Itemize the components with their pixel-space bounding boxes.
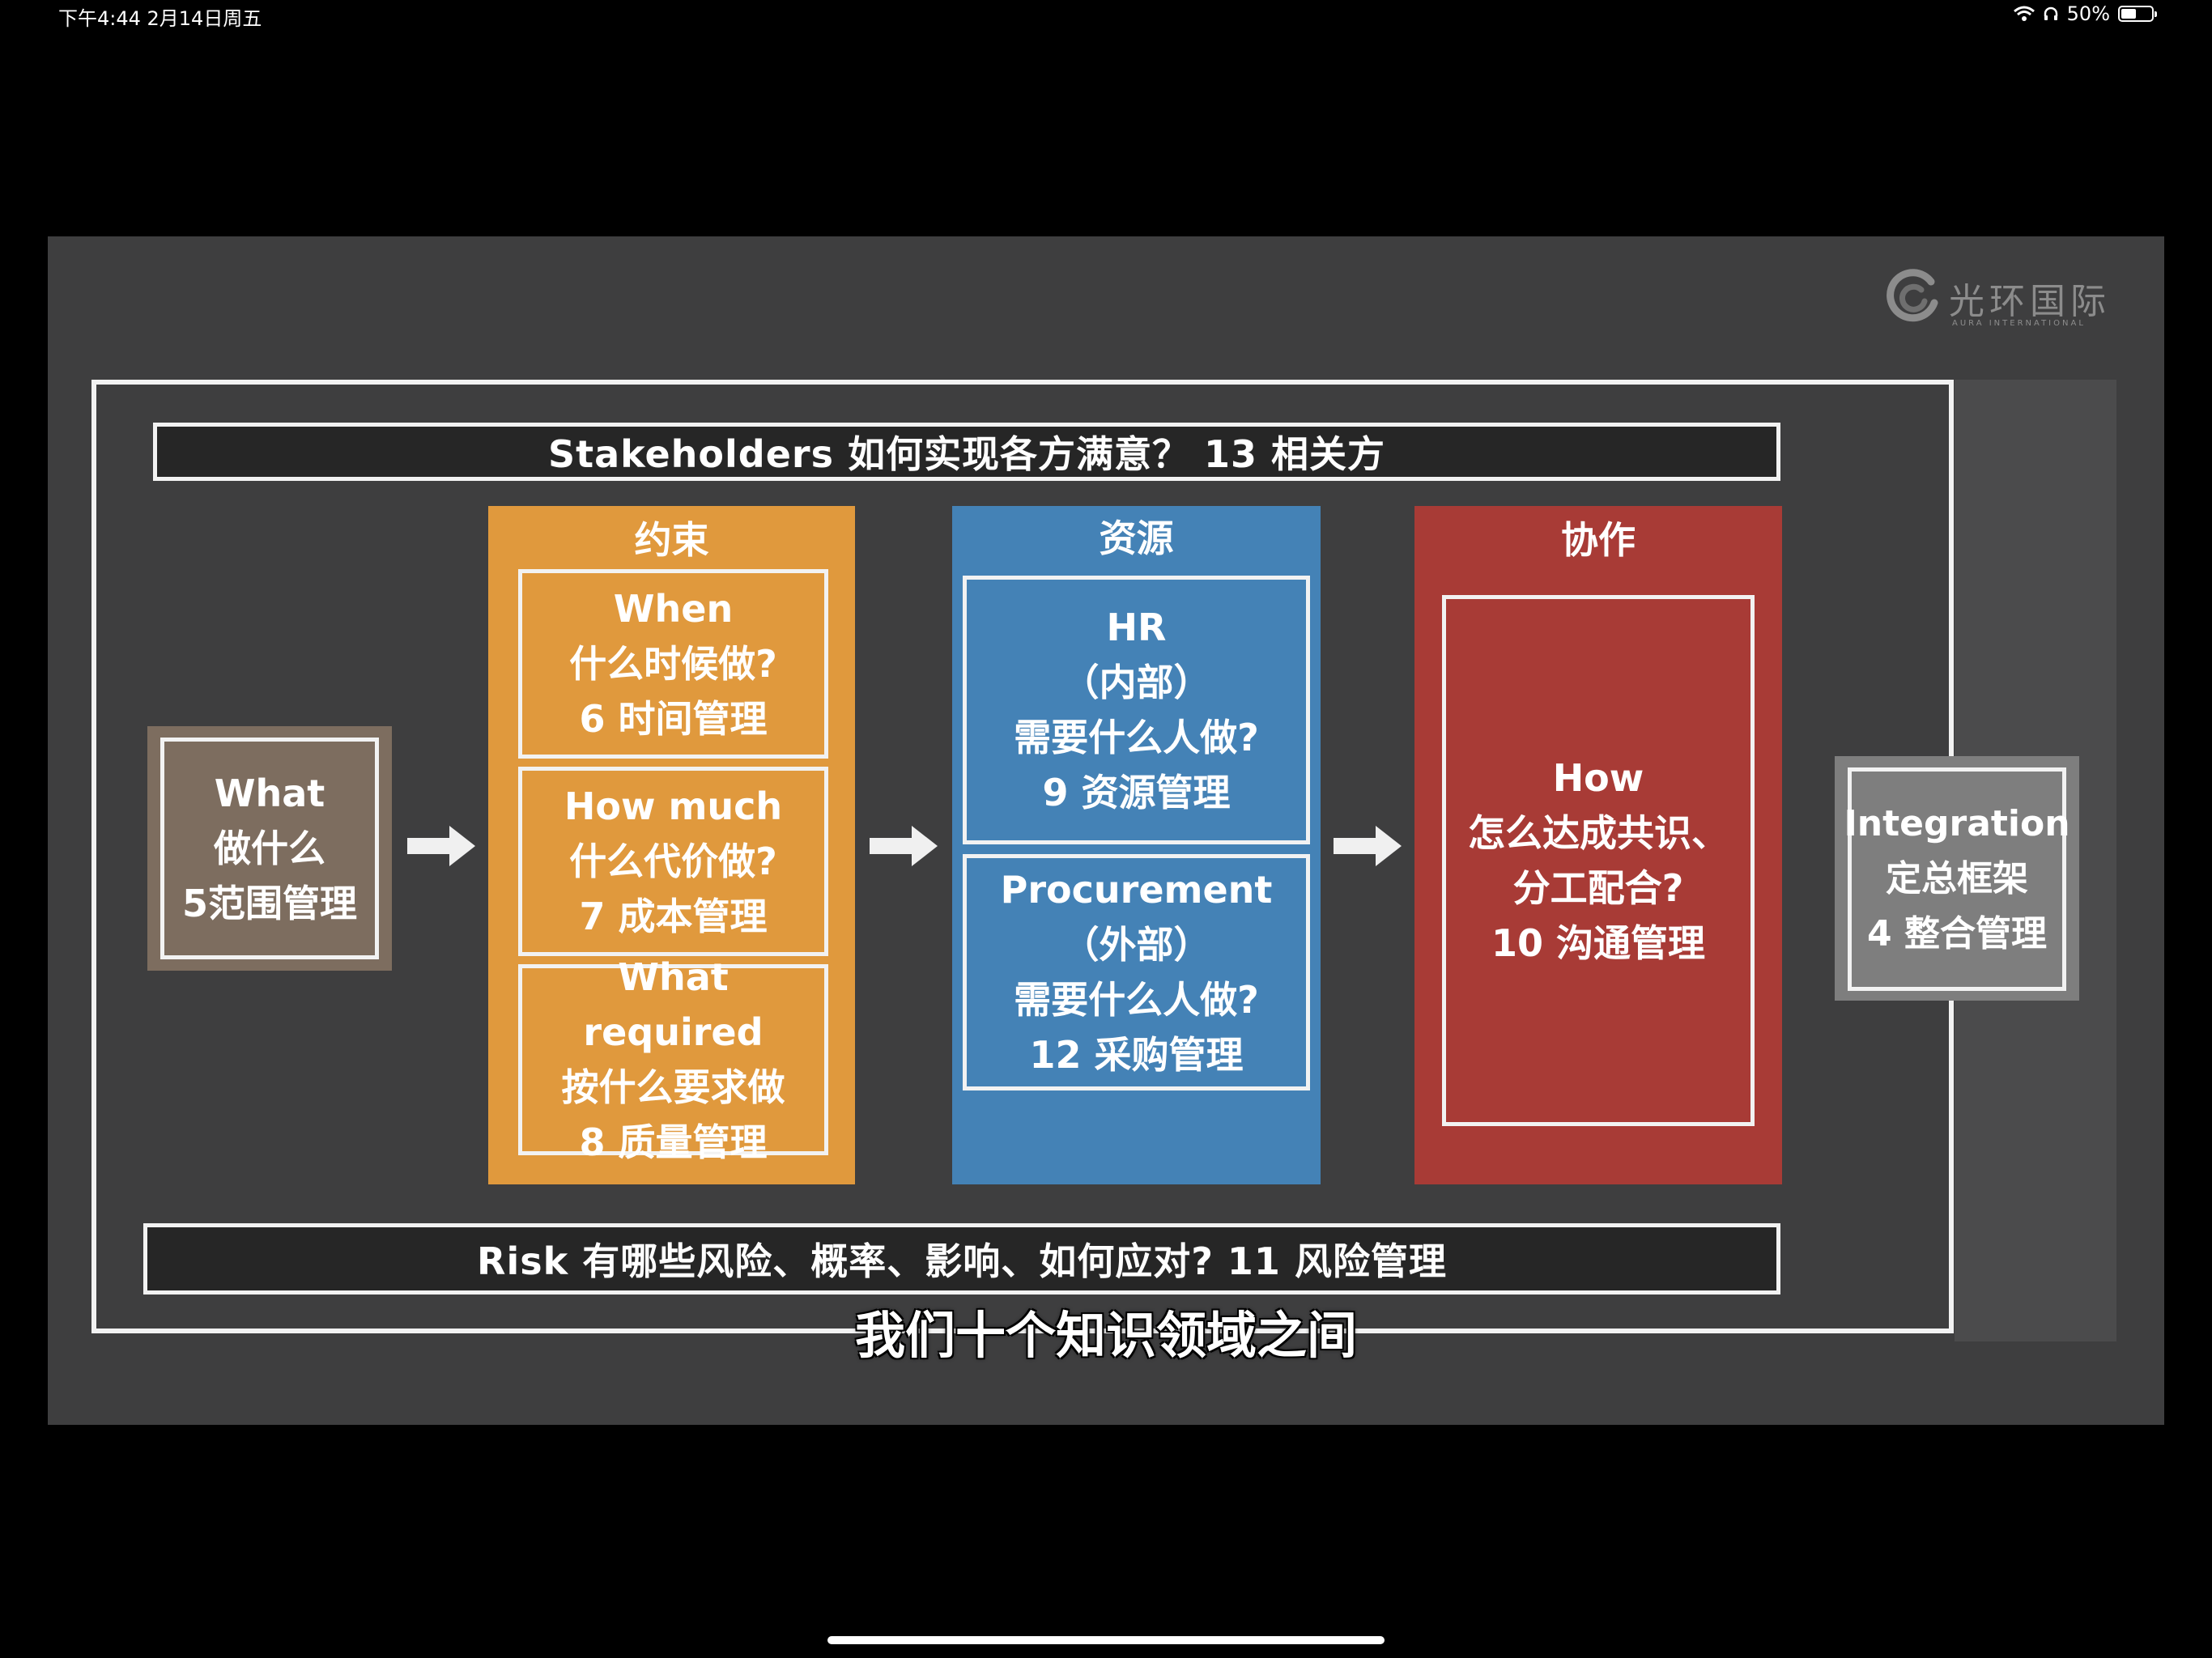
battery-percent: 50% — [2066, 2, 2110, 25]
arrow-right-icon — [870, 826, 938, 866]
status-bar: 下午4:44 2月14日周五 50% — [0, 0, 2212, 32]
how-much-line-3: 7 成本管理 — [579, 895, 768, 938]
logo-swirl-icon — [1887, 269, 1938, 322]
procurement-line-3: 需要什么人做? — [1014, 978, 1259, 1022]
logo-text: 光环国际 — [1949, 281, 2111, 322]
arrow-right-icon — [1334, 826, 1402, 866]
logo-subtext: AURA INTERNATIONAL — [1952, 319, 2086, 328]
procurement-line-4: 12 采购管理 — [1029, 1033, 1244, 1077]
how-line-3: 分工配合? — [1512, 866, 1684, 910]
wifi-icon — [2013, 6, 2035, 21]
hr-line-4: 9 资源管理 — [1042, 771, 1231, 814]
when-line-1: When — [613, 587, 734, 631]
when-box: When 什么时候做? 6 时间管理 — [518, 569, 828, 759]
arrow-right-icon — [407, 826, 475, 866]
what-line-1: What — [214, 772, 325, 815]
what-content: What 做什么 5范围管理 — [160, 738, 379, 959]
brand-logo: 光环国际 AURA INTERNATIONAL — [1884, 266, 2127, 330]
procurement-box: Procurement （外部） 需要什么人做? 12 采购管理 — [963, 854, 1310, 1090]
status-time-date: 下午4:44 2月14日周五 — [58, 7, 262, 30]
battery-icon — [2118, 6, 2157, 22]
hr-line-3: 需要什么人做? — [1014, 716, 1259, 759]
how-line-1: How — [1552, 756, 1644, 800]
procurement-line-1: Procurement — [1000, 868, 1273, 912]
video-subtitle: 我们十个知识领域之间 — [854, 1306, 1357, 1365]
video-slide[interactable]: 光环国际 AURA INTERNATIONAL Stakeholders 如何实… — [48, 236, 2164, 1425]
how-box: How 怎么达成共识、 分工配合? 10 沟通管理 — [1442, 595, 1755, 1126]
status-right: 50% — [2013, 2, 2157, 25]
how-line-4: 10 沟通管理 — [1491, 921, 1706, 965]
what-line-3: 5范围管理 — [181, 882, 357, 925]
integration-line-2: 定总框架 — [1886, 858, 2028, 899]
what-required-line-3: 8 质量管理 — [579, 1120, 768, 1164]
what-line-2: 做什么 — [214, 827, 325, 870]
constraint-column: 约束 When 什么时候做? 6 时间管理 How much 什么代价做? 7 … — [488, 506, 855, 1184]
how-much-line-1: How much — [564, 784, 783, 828]
when-line-3: 6 时间管理 — [579, 697, 768, 741]
hr-box: HR （内部） 需要什么人做? 9 资源管理 — [963, 576, 1310, 844]
integration-line-3: 4 整合管理 — [1867, 913, 2047, 954]
integration-content: Integration 定总框架 4 整合管理 — [1844, 767, 2070, 991]
constraint-title: 约束 — [634, 518, 709, 562]
collaboration-column: 协作 How 怎么达成共识、 分工配合? 10 沟通管理 — [1414, 506, 1782, 1184]
home-indicator[interactable] — [827, 1636, 1385, 1644]
hr-line-2: （内部） — [1061, 661, 1211, 704]
when-line-2: 什么时候做? — [569, 642, 777, 686]
resource-title: 资源 — [1099, 517, 1174, 560]
what-required-line-1: What required — [583, 955, 764, 1054]
how-much-box: How much 什么代价做? 7 成本管理 — [518, 767, 828, 956]
hr-line-1: HR — [1106, 606, 1167, 649]
what-box: What 做什么 5范围管理 — [147, 726, 392, 971]
what-required-box: What required 按什么要求做 8 质量管理 — [518, 955, 828, 1164]
integration-line-1: Integration — [1844, 803, 2070, 844]
how-much-line-2: 什么代价做? — [569, 840, 777, 883]
integration-box: Integration 定总框架 4 整合管理 — [1835, 756, 2079, 1001]
stakeholders-bar: Stakeholders 如何实现各方满意？ 13 相关方 — [153, 423, 1780, 481]
collaboration-title: 协作 — [1561, 518, 1636, 562]
risk-bar: Risk 有哪些风险、概率、影响、如何应对? 11 风险管理 — [143, 1223, 1780, 1295]
procurement-line-2: （外部） — [1061, 923, 1211, 967]
resource-column: 资源 HR （内部） 需要什么人做? 9 资源管理 Procurement （外… — [952, 506, 1321, 1184]
how-line-2: 怎么达成共识、 — [1468, 811, 1729, 855]
what-required-line-2: 按什么要求做 — [561, 1065, 785, 1109]
headphones-icon — [2044, 6, 2057, 20]
